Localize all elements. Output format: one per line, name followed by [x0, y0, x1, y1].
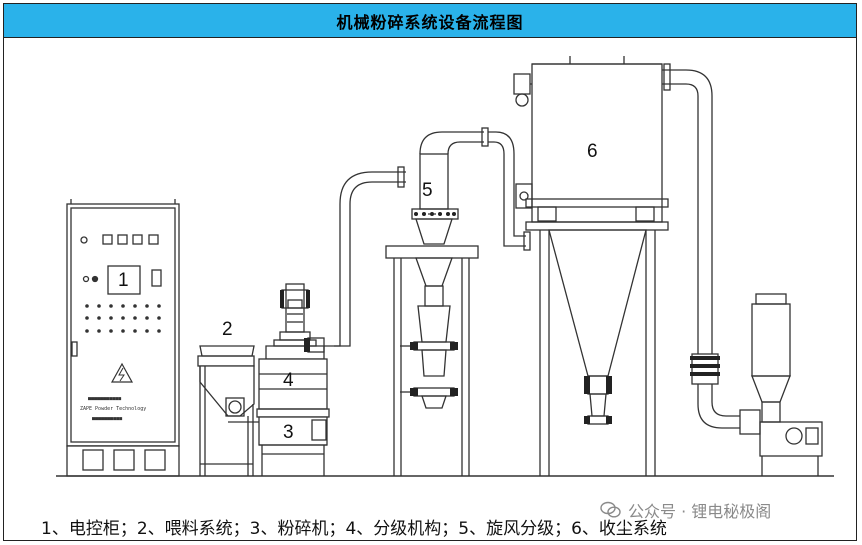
label-1: 1: [118, 270, 129, 291]
title-bar: 机械粉碎系统设备流程图: [4, 4, 856, 38]
mill-and-classifier: [256, 283, 330, 476]
feeding-system: [197, 345, 259, 476]
label-4: 4: [283, 370, 294, 391]
label-5: 5: [422, 180, 433, 201]
equipment-numbers: 1 2 3 4 5 6: [118, 141, 598, 443]
watermark-text: 公众号 · 锂电秘极阁: [628, 502, 772, 521]
cabinet-panel-text: ■■■■■■■■■■■ ZAPE Powder Technology ■■■■■…: [80, 396, 146, 422]
label-3: 3: [283, 422, 294, 443]
legend: 1、电控柜；2、喂料系统；3、粉碎机；4、分级机构；5、旋风分级；6、收尘系统: [41, 519, 667, 539]
figure-title: 机械粉碎系统设备流程图: [336, 12, 524, 32]
figure-frame: 机械粉碎系统设备流程图: [3, 3, 857, 541]
svg-text:■■■■■■■■■■■: ■■■■■■■■■■■: [88, 396, 121, 402]
process-diagram: 1 2 3 4 5 6 ■■■■■■■■■■■ ZAPE Powder Tech…: [56, 56, 834, 477]
wechat-icon: [600, 501, 621, 518]
flange-accents: [280, 212, 720, 424]
label-6: 6: [587, 141, 598, 162]
dust-collector: [513, 56, 823, 476]
svg-text:■■■■■■■■■■: ■■■■■■■■■■: [92, 416, 122, 422]
label-2: 2: [222, 319, 233, 340]
svg-text:ZAPE Powder Technology: ZAPE Powder Technology: [80, 406, 146, 412]
watermark: 公众号 · 锂电秘极阁: [600, 498, 771, 522]
cyclone-separator: [385, 127, 531, 476]
control-cabinet: [66, 199, 180, 477]
